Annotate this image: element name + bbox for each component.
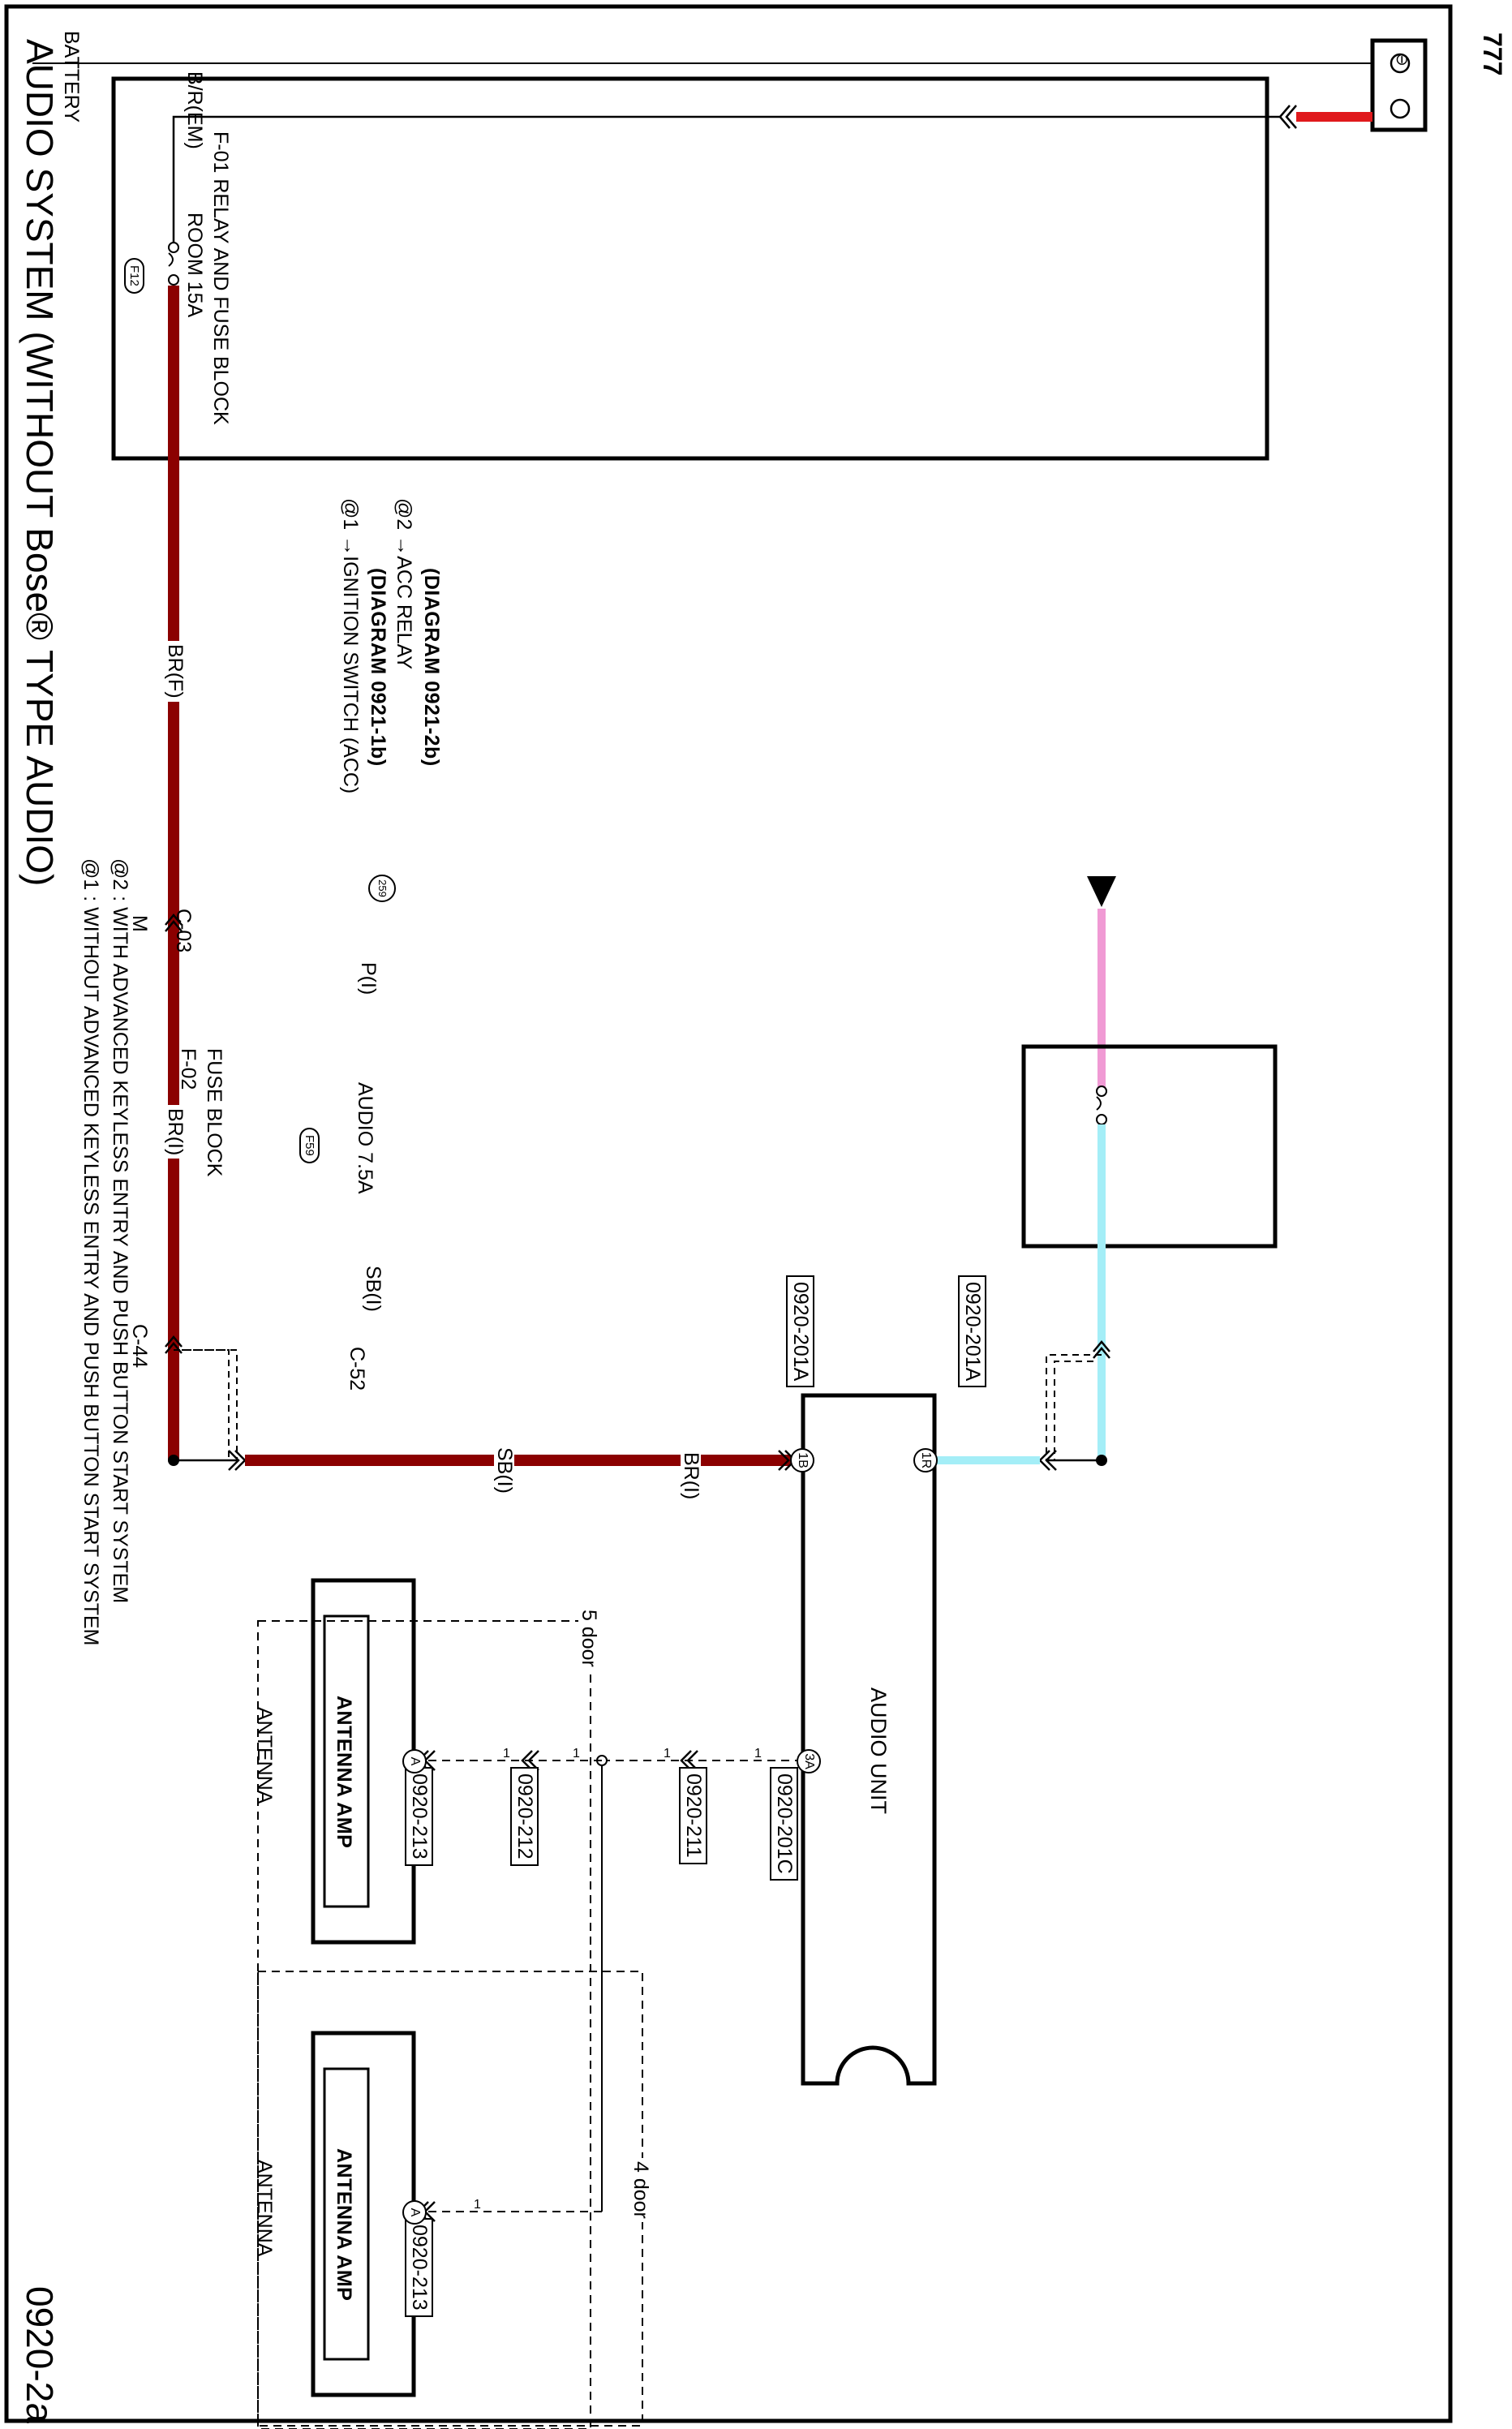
svg-text:1: 1 <box>573 1747 580 1760</box>
fuse-block-f02 <box>1021 1044 1278 1249</box>
audio-ref-1r: 0920-201A <box>958 1275 986 1388</box>
antenna-amp-label-4door: ANTENNA AMP <box>333 2148 355 2302</box>
antenna-pin-a-5door: A <box>402 1749 427 1773</box>
antenna-ref-211: 0920-211 <box>679 1767 707 1864</box>
antenna-label-4door: ANTENNA <box>253 2160 276 2257</box>
battery-negative-icon: ⊖ <box>1393 53 1411 67</box>
antenna-ref-213-5door: 0920-213 <box>405 1767 433 1866</box>
antenna-amp-label-5door: ANTENNA AMP <box>333 1696 355 1849</box>
audio-unit-label: AUDIO UNIT <box>866 1687 891 1815</box>
group-5door-box <box>257 1620 591 2429</box>
connector-c52: C-52 <box>346 1347 368 1391</box>
audio-ref-3a: 0920-201C <box>770 1767 798 1881</box>
svg-text:1: 1 <box>503 1747 510 1760</box>
audio-pin-1r: 1R <box>913 1448 938 1472</box>
antenna-ref-213-4door: 0920-213 <box>405 2218 433 2317</box>
audio-unit-box <box>801 1393 937 2086</box>
group-5door-label: 5 door <box>578 1606 600 1670</box>
wire-sb-label-1: SB(I) <box>362 1262 384 1315</box>
audio-pin-3a: 3A <box>797 1749 821 1773</box>
page-title: AUDIO SYSTEM (WITHOUT Bose® TYPE AUDIO) <box>19 39 61 887</box>
fuse-block-code: F-02 <box>177 1048 200 1090</box>
audio-pin-1b: 1B <box>790 1448 814 1472</box>
wire-sb-label-2: SB(I) <box>493 1444 516 1497</box>
wire-br-i-label: BR(I) <box>164 1105 187 1159</box>
svg-text:1: 1 <box>754 1747 762 1760</box>
source-terminal: 259 <box>368 875 396 902</box>
group-4door-label: 4 door <box>629 2158 652 2222</box>
audio-ref-1b: 0920-201A <box>786 1275 814 1388</box>
source-line-3: @2 →ACC RELAY <box>393 498 415 670</box>
antenna-ref-212: 0920-212 <box>510 1767 539 1866</box>
antenna-pin-a-4door: A <box>402 2200 427 2225</box>
page-frame <box>4 4 1453 2423</box>
fuse-block-label: FUSE BLOCK <box>203 1048 226 1177</box>
internal-wire <box>172 115 1280 247</box>
connector-c03-sub: M <box>128 915 151 932</box>
antenna-label-5door: ANTENNA <box>253 1707 276 1804</box>
source-line-1: @1 →IGNITION SWITCH (ACC) <box>339 498 362 794</box>
fuse-block-fuse-label: AUDIO 7.5A <box>354 1082 376 1194</box>
connector-c44: C-44 <box>128 1324 151 1369</box>
note-1: @1 : WITHOUT ADVANCED KEYLESS ENTRY AND … <box>79 858 102 1646</box>
connector-c03: C-03 <box>172 909 195 953</box>
svg-text:1: 1 <box>474 2198 481 2212</box>
wire-br-f-label: BR(F) <box>164 641 187 702</box>
wire-pink-label: P(I) <box>357 959 380 999</box>
source-line-2: (DIAGRAM 0921-1b) <box>367 568 389 767</box>
relay-fuse-block <box>111 76 1269 461</box>
wire-br-i-label-2: BR(I) <box>680 1449 702 1503</box>
relay-block-label: F-01 RELAY AND FUSE BLOCK <box>209 131 232 425</box>
corner-mark: 777 <box>1478 32 1507 76</box>
battery-label: BATTERY <box>60 31 83 123</box>
fuse-block-fuse-id: F59 <box>299 1128 320 1163</box>
source-arrow <box>1087 876 1116 907</box>
antenna-amp-4door <box>323 2067 370 2361</box>
relay-fuse-label: ROOM 15A <box>183 213 206 318</box>
svg-text:1: 1 <box>664 1747 671 1760</box>
antenna-amp-5door <box>323 1614 370 1908</box>
note-2: @2 : WITH ADVANCED KEYLESS ENTRY AND PUS… <box>109 858 131 1604</box>
relay-fuse-id: F12 <box>124 258 144 294</box>
source-line-4: (DIAGRAM 0921-2b) <box>420 568 443 767</box>
page-number: 0920-2a <box>19 2286 61 2423</box>
wire-battery-label: B/R(EM) <box>183 71 206 149</box>
